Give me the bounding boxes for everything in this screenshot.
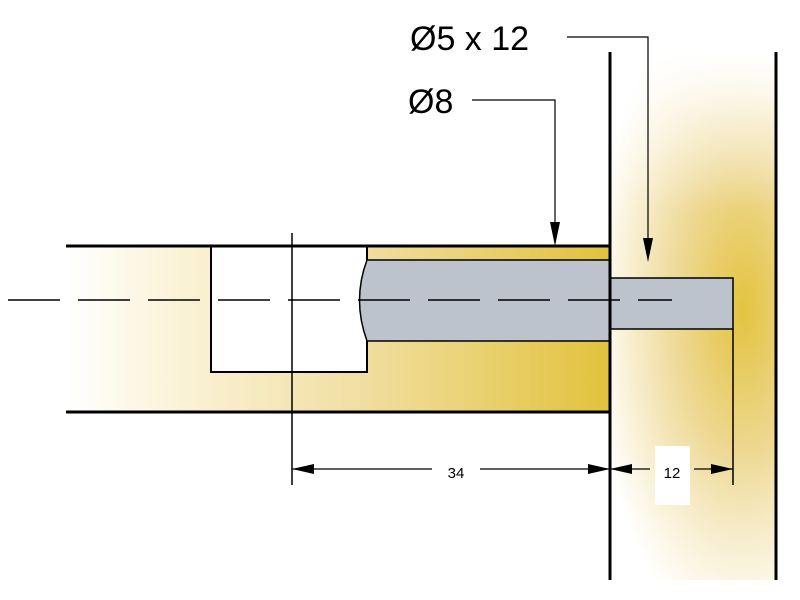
arrow-left-icon xyxy=(610,464,632,474)
dimension-label-12: 12 xyxy=(664,465,681,482)
dowel-pin-body xyxy=(358,259,611,342)
arrow-right-icon xyxy=(588,464,610,474)
dimension-label-34: 34 xyxy=(448,465,465,482)
leader-outer-diameter: Ø8 xyxy=(408,83,560,246)
arrow-down-icon xyxy=(550,222,560,246)
arrow-right-icon xyxy=(711,464,733,474)
leader-inner-spec: Ø5 x 12 xyxy=(410,20,653,262)
arrow-down-icon xyxy=(643,238,653,262)
dimension-12: 12 xyxy=(610,446,733,505)
label-inner-spec: Ø5 x 12 xyxy=(410,20,529,58)
arrow-left-icon xyxy=(292,464,314,474)
dimension-34: 34 xyxy=(292,464,610,482)
dowel-pin-tip xyxy=(609,277,734,330)
cam-housing-bore xyxy=(210,245,368,373)
label-outer-diameter: Ø8 xyxy=(408,83,453,121)
